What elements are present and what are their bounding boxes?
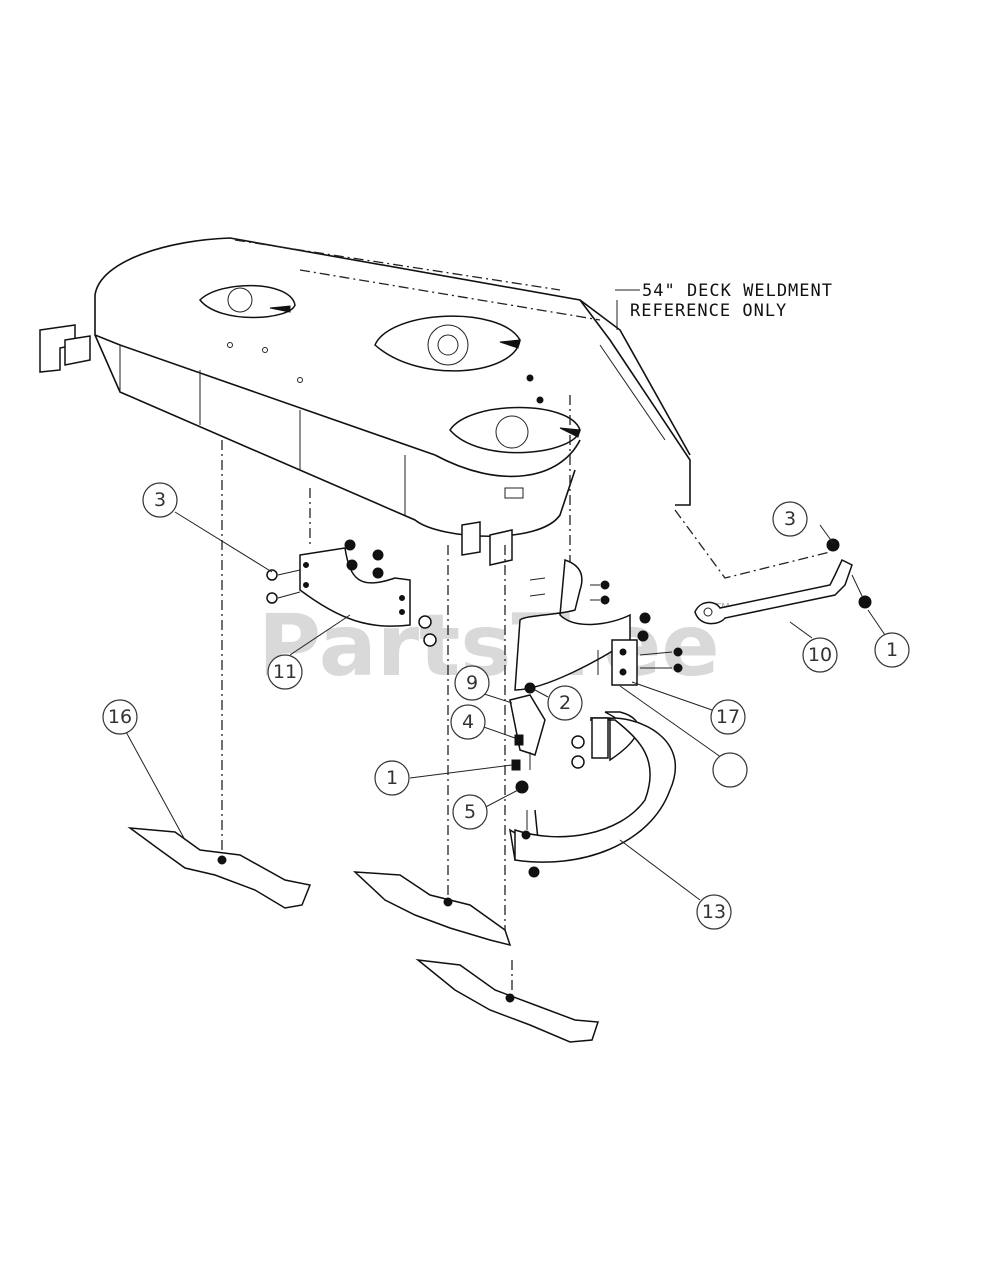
- svg-text:10: 10: [808, 644, 832, 666]
- blade-center: [352, 871, 512, 947]
- belt-guard-center: [514, 558, 683, 691]
- belt-guard-right: [508, 711, 677, 878]
- deck-label-line1: 54" DECK WELDMENT: [642, 281, 833, 301]
- callout-5: 5: [452, 794, 488, 830]
- svg-text:13: 13: [702, 901, 726, 923]
- callout-17: 17: [710, 699, 746, 735]
- svg-text:2: 2: [559, 692, 571, 714]
- svg-text:9: 9: [466, 672, 478, 694]
- assembly-lines: [221, 395, 831, 1000]
- svg-text:1: 1: [386, 767, 398, 789]
- lift-link-rod: [694, 538, 872, 625]
- callout-13: 13: [696, 894, 732, 930]
- callout-3-right: 3: [772, 501, 808, 537]
- callout-18: [712, 752, 748, 788]
- svg-text:3: 3: [154, 489, 166, 511]
- callout-1-right: 1: [874, 632, 910, 668]
- svg-text:11: 11: [273, 661, 297, 683]
- idler-bracket: [509, 682, 546, 794]
- callout-11: 11: [267, 654, 303, 690]
- callout-9: 9: [454, 665, 490, 701]
- callout-1-left: 1: [374, 760, 410, 796]
- belt-guard-left: [266, 539, 437, 647]
- deck-weldment: [39, 237, 691, 566]
- deck-label: 54" DECK WELDMENT REFERENCE ONLY: [615, 281, 833, 330]
- blade-left: [127, 827, 312, 909]
- callout-2: 2: [547, 685, 583, 721]
- svg-text:5: 5: [464, 801, 476, 823]
- callout-16: 16: [102, 699, 138, 735]
- svg-text:17: 17: [716, 706, 740, 728]
- callout-3-left: 3: [142, 482, 178, 518]
- deck-label-line2: REFERENCE ONLY: [630, 301, 787, 321]
- callout-4: 4: [450, 704, 486, 740]
- svg-text:1: 1: [886, 639, 898, 661]
- svg-text:4: 4: [462, 711, 474, 733]
- svg-text:3: 3: [784, 508, 796, 530]
- blade-right: [415, 958, 600, 1043]
- svg-text:16: 16: [108, 706, 132, 728]
- callout-10: 10: [802, 637, 838, 673]
